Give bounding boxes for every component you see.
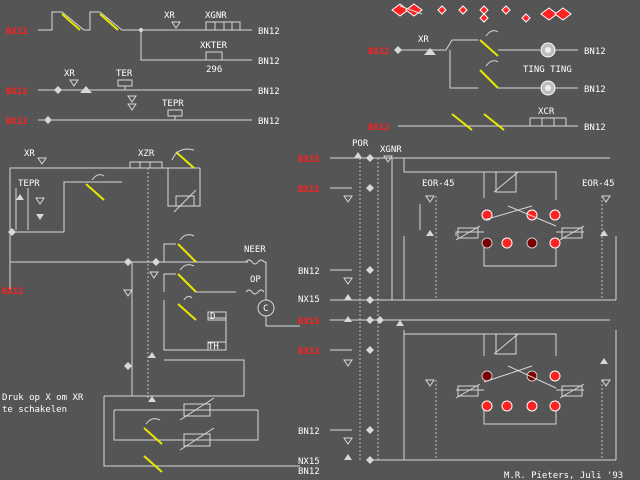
label-bn12-2: BN12	[258, 57, 280, 67]
credit-text: M.R. Pieters, Juli '93	[504, 471, 623, 480]
label-xr-2: XR	[64, 69, 75, 79]
power-label-bx15-1: BX15	[298, 155, 320, 165]
label-xr-1: XR	[164, 11, 175, 21]
label-bn12-10: BN12	[298, 467, 320, 477]
circuit-xr-bells: BX12 XR BN12 TING TING BN12	[368, 30, 606, 96]
label-nx15-2: NX15	[298, 457, 320, 467]
switch-bell-2[interactable]	[476, 66, 502, 90]
label-xgnr-1: XGNR	[205, 11, 227, 21]
circuit-xr-xgnr: BX12 XR XGNR BN12 XKTER 296 BN12	[6, 11, 280, 75]
label-bn12-5: BN12	[584, 47, 606, 57]
switch-xcr-1[interactable]	[450, 112, 476, 132]
power-label-bx12-2: BX12	[6, 87, 28, 97]
label-tepr-2: TEPR	[18, 179, 40, 189]
label-neer: NEER	[244, 245, 266, 255]
lamp-4	[481, 237, 493, 249]
label-tepr-1: TEPR	[162, 99, 184, 109]
label-bn12-8: BN12	[298, 267, 320, 277]
circuit-left-large: XR TEPR XZR NEER	[2, 148, 300, 473]
label-c: C	[263, 304, 268, 314]
label-xzr: XZR	[138, 149, 155, 159]
switch-2[interactable]	[96, 10, 122, 32]
power-label-bx12-5: BX12	[368, 123, 390, 133]
label-bn12-7: BN12	[584, 123, 606, 133]
label-xr-4: XR	[24, 149, 35, 159]
instruction-line-2: te schakelen	[2, 405, 67, 415]
switch-1[interactable]	[58, 10, 84, 32]
switch-op[interactable]	[176, 272, 200, 294]
lamp-9	[526, 370, 538, 382]
lamp-1	[481, 209, 493, 221]
label-eor45-2: EOR-45	[582, 179, 615, 189]
switch-bell-1[interactable]	[476, 36, 502, 58]
label-bn12-1: BN12	[258, 27, 280, 37]
switch-lower-2[interactable]	[142, 454, 166, 474]
lamp-13	[526, 400, 538, 412]
label-por: POR	[352, 139, 369, 149]
power-label-bx15-2: BX15	[298, 317, 320, 327]
switch-tepr[interactable]	[84, 180, 108, 202]
label-ting-ting: TING TING	[523, 65, 572, 75]
power-label-bx12-6: BX12	[2, 287, 24, 297]
lamp-14	[549, 400, 561, 412]
switch-lower-1[interactable]	[142, 426, 166, 446]
switch-neer[interactable]	[176, 242, 200, 264]
label-eor45-1: EOR-45	[422, 179, 455, 189]
label-bn12-6: BN12	[584, 85, 606, 95]
lamp-6	[526, 237, 538, 249]
label-nx15-1: NX15	[298, 295, 320, 305]
label-bn12-3: BN12	[258, 87, 280, 97]
lamp-10	[549, 370, 561, 382]
label-xr-3: XR	[418, 35, 429, 45]
power-label-bx12-3: BX12	[6, 117, 28, 127]
circuit-xcr: BX12 XCR BN12	[368, 107, 606, 133]
switch-xzr[interactable]	[174, 150, 198, 170]
power-label-bx12-4: BX12	[368, 47, 390, 57]
label-op: OP	[250, 275, 261, 285]
label-xkter-value: 296	[206, 65, 222, 75]
circuit-right-large: POR XGNR BX15 BX12 EOR-45 EOR-45	[298, 139, 617, 477]
switch-d[interactable]	[176, 302, 200, 322]
lamp-7	[549, 237, 561, 249]
lamp-11	[481, 400, 493, 412]
lamp-12	[501, 400, 513, 412]
circuit-ter: BX12 XR TER BN12	[6, 69, 280, 103]
switch-xcr-2[interactable]	[482, 112, 508, 132]
instruction-line-1: Druk op X om XR	[2, 393, 84, 403]
lamp-3	[549, 209, 561, 221]
signal-indicators	[391, 3, 572, 23]
label-xcr: XCR	[538, 107, 555, 117]
circuit-tepr: BX12 TEPR BN12	[6, 99, 280, 127]
power-label-bx12-1: BX12	[6, 27, 28, 37]
power-label-bx12-7: BX12	[298, 185, 320, 195]
label-ter: TER	[116, 69, 133, 79]
label-bn12-9: BN12	[298, 427, 320, 437]
label-d: D	[210, 312, 215, 322]
lamp-5	[501, 237, 513, 249]
label-th: TH	[208, 342, 219, 352]
power-label-bx12-8: BX12	[298, 347, 320, 357]
label-bn12-4: BN12	[258, 117, 280, 127]
label-xkter: XKTER	[200, 41, 228, 51]
label-xgnr-2: XGNR	[380, 145, 402, 155]
